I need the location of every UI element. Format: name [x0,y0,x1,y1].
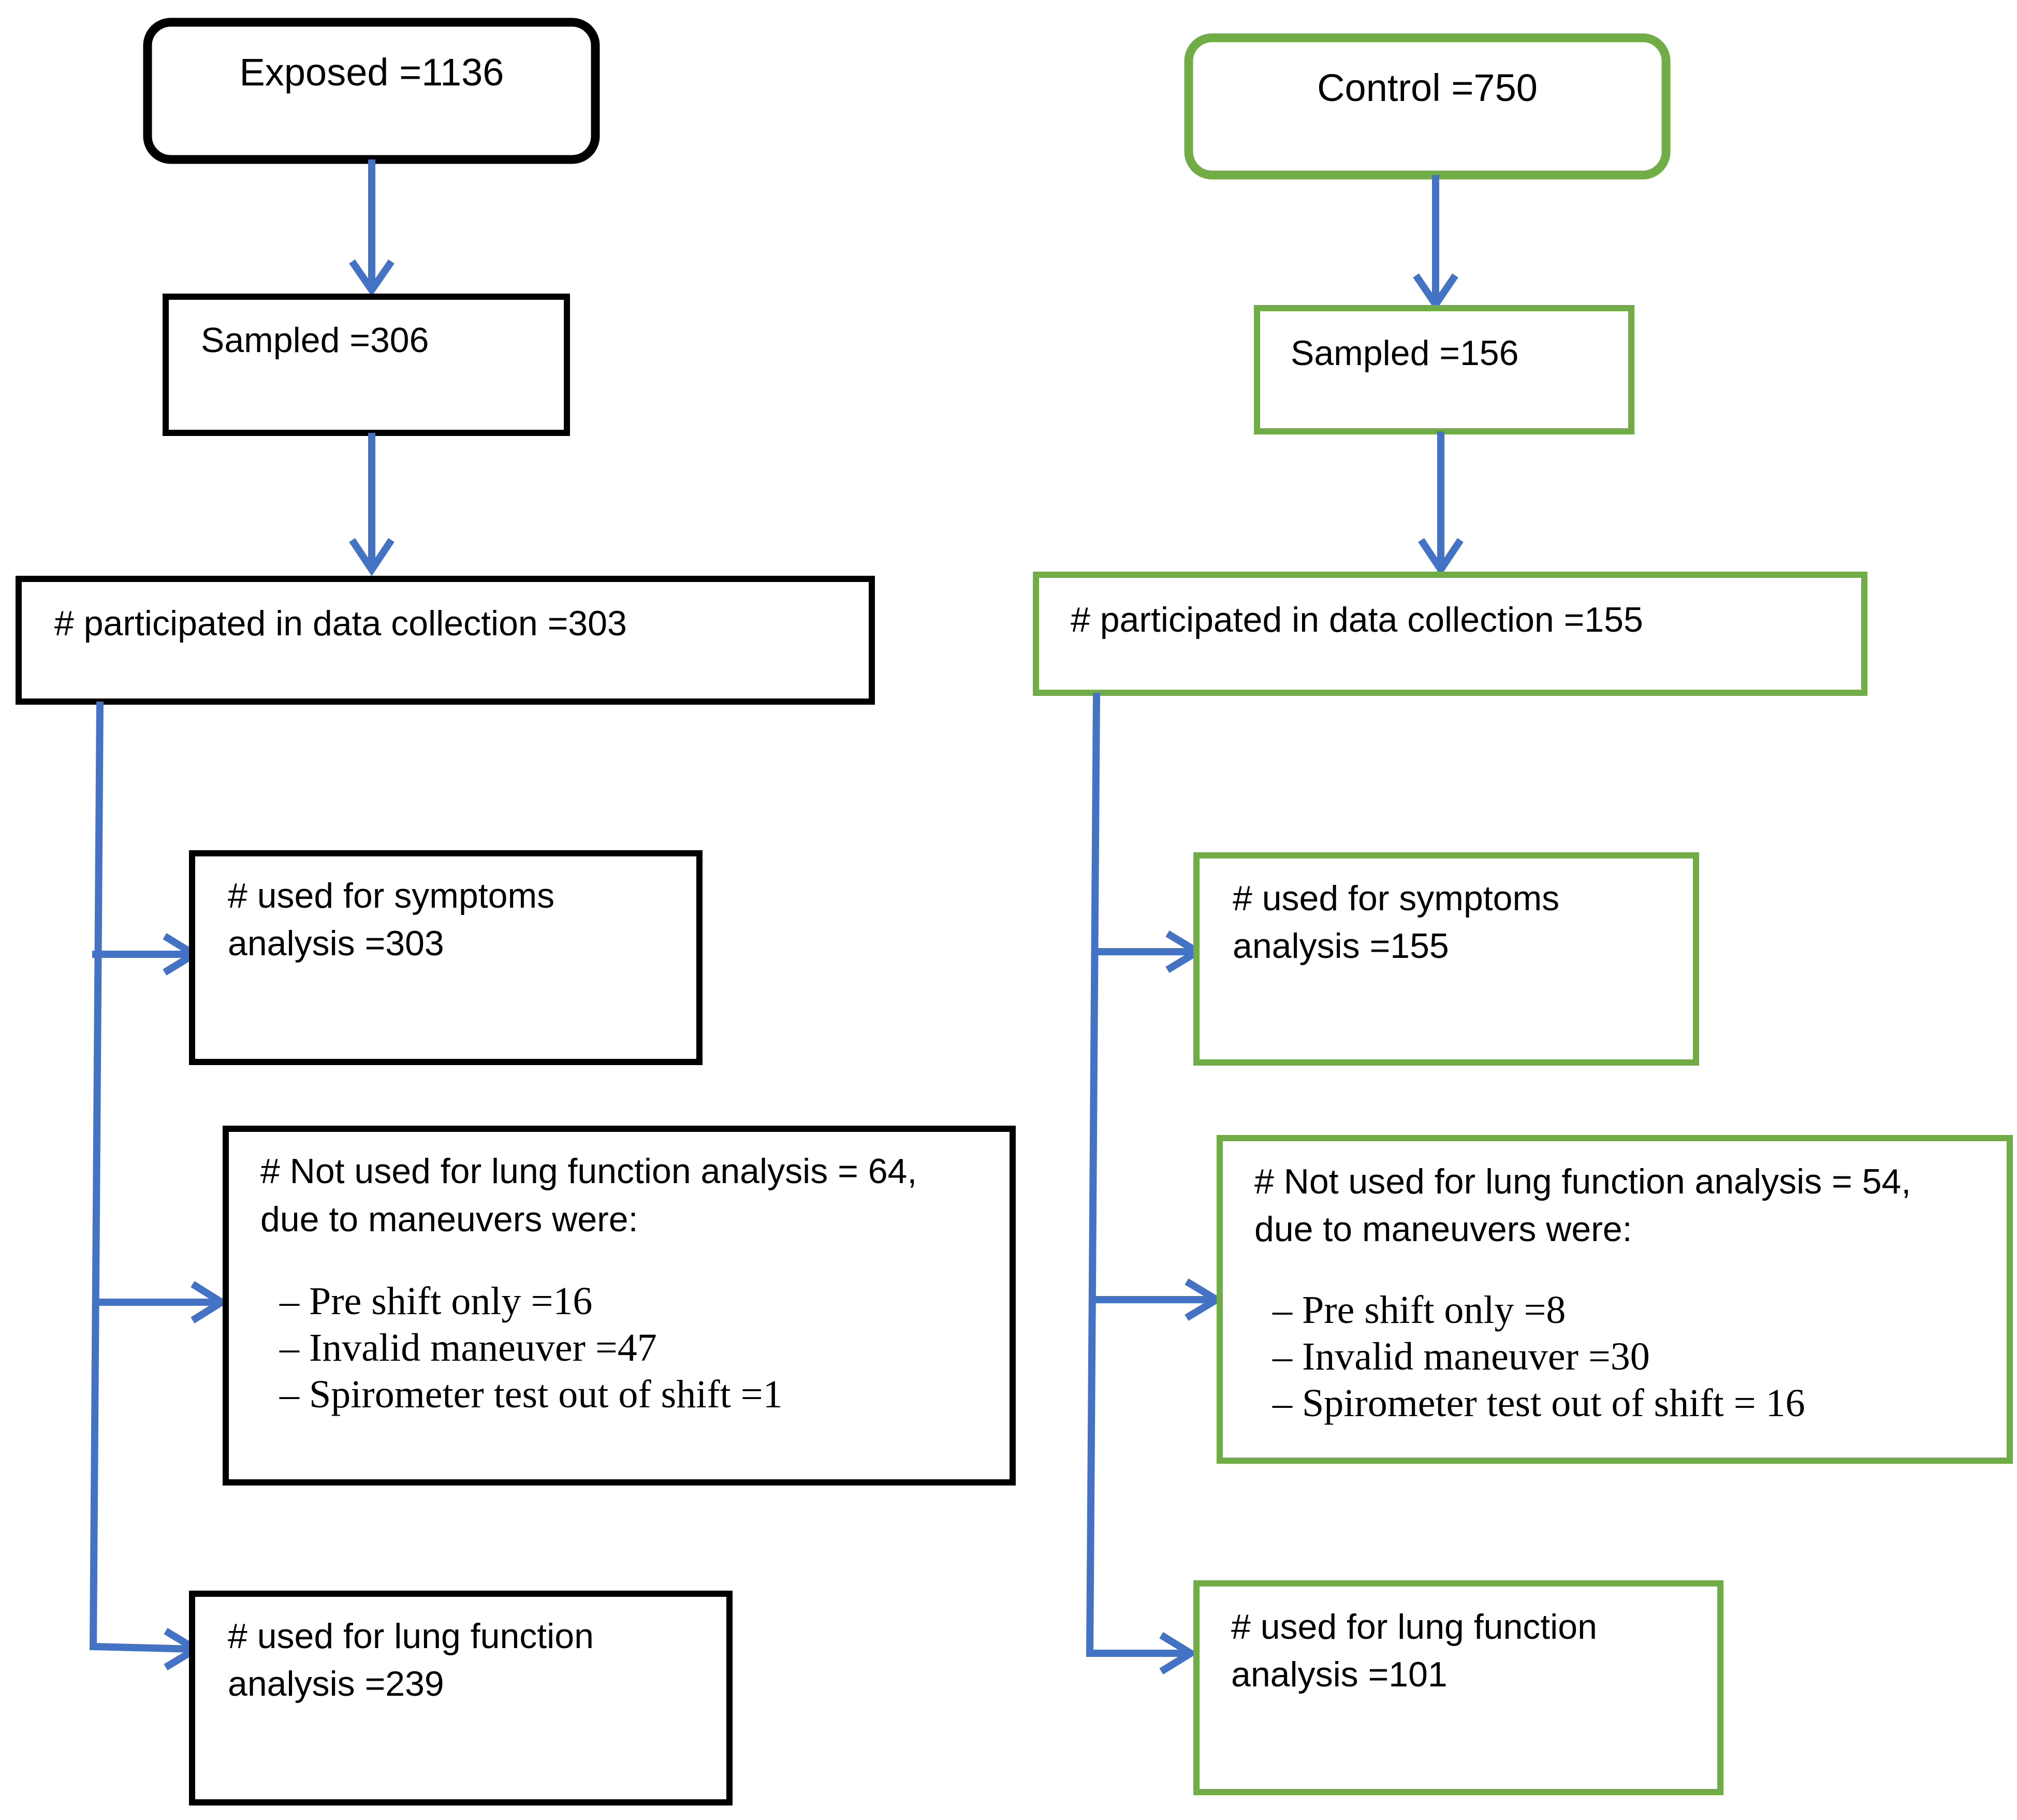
exposed-sampled-text: Sampled =306 [201,321,429,360]
arrow-exposed-sampled-to-participated [349,433,394,576]
control-participated-box [1033,572,1867,696]
control-not-used-bullet: – Invalid maneuver =30 [1272,1335,1650,1378]
control-not-used-box [1217,1135,2013,1464]
exposed-not-used-bullet: – Invalid maneuver =47 [279,1326,657,1370]
arrow-exposed-to-sampled [349,159,394,297]
exposed-participated-node: # participated in data collection =303 [16,576,875,705]
exposed-participated-box [16,576,875,705]
control-title-text: Control =750 [1317,66,1538,109]
exposed-not-used-node: # Not used for lung function analysis = … [223,1126,1016,1486]
exposed-lung-box [189,1591,733,1806]
exposed-title-node: Exposed =1136 [143,18,600,164]
control-symptoms-node: # used for symptoms analysis =155 [1193,852,1699,1066]
exposed-symptoms-node: # used for symptoms analysis =303 [189,850,703,1065]
control-not-used-line1: # Not used for lung function analysis = … [1254,1162,1911,1201]
control-not-used-line2: due to maneuvers were: [1254,1210,1632,1249]
control-symptoms-box [1193,852,1699,1066]
exposed-not-used-bullet: – Pre shift only =16 [279,1279,592,1323]
exposed-sampled-box [163,294,570,436]
control-not-used-node: # Not used for lung function analysis = … [1217,1135,2013,1464]
control-title-box [1184,33,1671,180]
control-symptoms-line2: analysis =155 [1233,926,1449,966]
control-sampled-text: Sampled =156 [1291,333,1518,373]
exposed-not-used-line1: # Not used for lung function analysis = … [260,1152,917,1191]
control-participated-node: # participated in data collection =155 [1033,572,1867,696]
control-lung-node: # used for lung function analysis =101 [1193,1580,1723,1795]
control-not-used-bullet: – Spirometer test out of shift = 16 [1272,1381,1805,1425]
control-lung-line1: # used for lung function [1231,1607,1597,1647]
exposed-lung-line1: # used for lung function [228,1617,594,1656]
exposed-not-used-line2: due to maneuvers were: [260,1200,638,1239]
exposed-not-used-box [223,1126,1016,1486]
control-sampled-node: Sampled =156 [1254,305,1634,434]
control-sampled-box [1254,305,1634,434]
exposed-lung-line2: analysis =239 [228,1664,444,1703]
exposed-symptoms-box [189,850,703,1065]
arrow-control-sampled-to-participated [1418,431,1464,576]
exposed-title-text: Exposed =1136 [240,51,504,94]
exposed-symptoms-line1: # used for symptoms [228,876,554,915]
control-lung-box [1193,1580,1723,1795]
arrow-control-to-sampled [1413,175,1458,311]
control-symptoms-line1: # used for symptoms [1233,879,1559,918]
control-not-used-bullet: – Pre shift only =8 [1272,1288,1566,1332]
exposed-participated-text: # participated in data collection =303 [54,604,627,643]
exposed-lung-node: # used for lung function analysis =239 [189,1591,733,1806]
control-title-node: Control =750 [1184,33,1671,180]
control-lung-line2: analysis =101 [1231,1655,1448,1694]
exposed-sampled-node: Sampled =306 [163,294,570,436]
control-branch-connector [1086,692,1224,1675]
control-participated-text: # participated in data collection =155 [1071,600,1643,639]
exposed-branch-connector [89,701,229,1670]
exposed-symptoms-line2: analysis =303 [228,924,444,963]
exposed-not-used-bullet: – Spirometer test out of shift =1 [279,1373,783,1416]
